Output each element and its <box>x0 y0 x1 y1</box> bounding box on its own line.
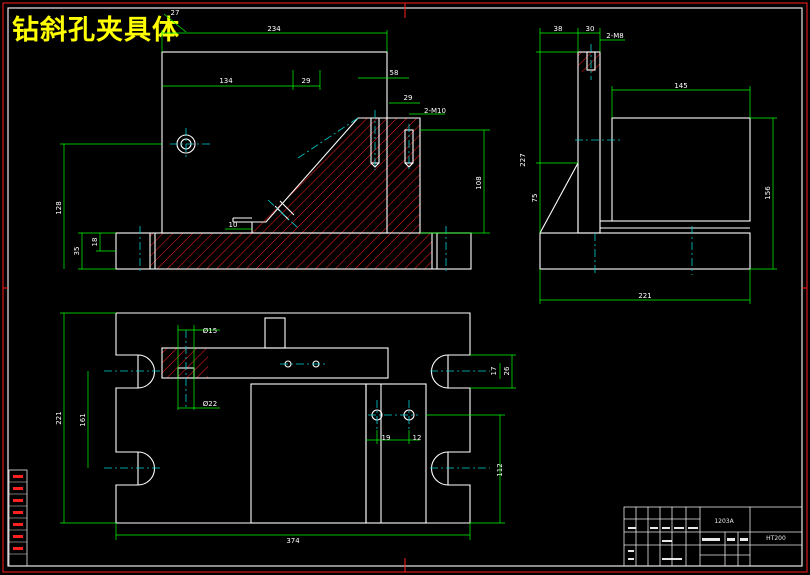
dim-58: 58 <box>390 69 399 77</box>
dim-hole-big: Ø15 <box>203 327 217 335</box>
dim-145: 145 <box>674 82 687 90</box>
dim-thread-m8: 2-M8 <box>606 32 623 40</box>
dim-221-side: 221 <box>638 292 651 300</box>
dim-29: 29 <box>302 77 311 85</box>
dim-26: 26 <box>503 366 511 375</box>
dim-221-top: 221 <box>55 411 63 424</box>
title-block-material: HT200 <box>766 535 786 542</box>
dim-112: 112 <box>496 463 504 476</box>
side-section-hatch <box>578 52 600 72</box>
dim-hole-small: Ø22 <box>203 400 217 408</box>
dim-30: 30 <box>586 25 595 33</box>
dim-17: 17 <box>490 367 498 376</box>
dim-161: 161 <box>79 413 87 426</box>
dim-thread-m10: 2-M10 <box>424 107 446 115</box>
dim-10: 10 <box>229 221 238 229</box>
dim-18: 18 <box>91 238 99 247</box>
dim-227: 227 <box>519 153 527 166</box>
title-block: 1203A HT200 <box>623 506 803 567</box>
side-view: 38 30 2-M8 145 227 75 156 221 <box>519 25 777 304</box>
dim-12: 12 <box>413 434 422 442</box>
dim-35: 35 <box>73 247 81 256</box>
title-block-part-no: 1203A <box>714 518 734 525</box>
top-view: 374 221 161 Ø15 Ø22 19 12 112 17 26 <box>55 312 516 545</box>
base-section-hatch <box>150 233 432 269</box>
dim-128: 128 <box>55 201 63 214</box>
dim-29b: 29 <box>404 94 413 102</box>
dim-38: 38 <box>554 25 563 33</box>
dim-108: 108 <box>475 176 483 189</box>
top-section-hatch <box>162 348 208 378</box>
dim-234: 234 <box>267 25 281 33</box>
front-view: 234 134 29 58 29 2-M10 128 108 35 18 10 … <box>55 9 490 272</box>
dim-19: 19 <box>382 434 391 442</box>
dim-27: 27 <box>171 9 180 17</box>
dim-75: 75 <box>531 194 539 203</box>
revision-column <box>8 469 28 567</box>
dim-134: 134 <box>219 77 233 85</box>
dim-156: 156 <box>764 186 772 200</box>
dim-374: 374 <box>286 537 300 545</box>
front-section-hatch <box>252 118 420 233</box>
drawing-title: 钻斜孔夹具体 <box>12 15 180 46</box>
